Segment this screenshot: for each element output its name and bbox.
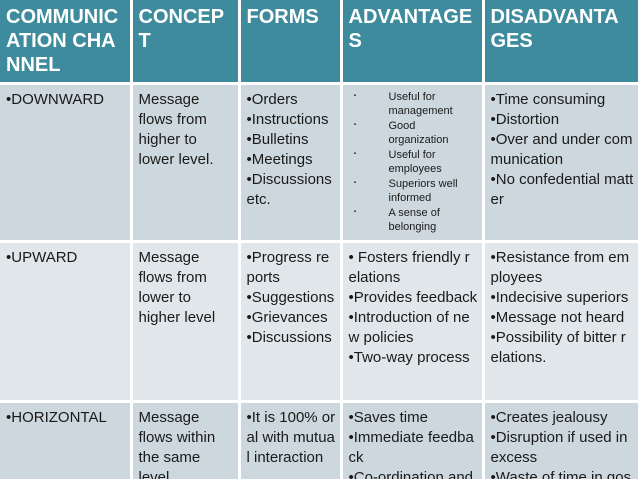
cell-forms: •Progress reports •Suggestions •Grievanc… (239, 241, 343, 403)
cell-concept: Message flows from higher to lower level… (131, 83, 241, 243)
list-item: •Over and under communication (490, 131, 633, 168)
cell-forms: •It is 100% oral with mutual interaction (239, 401, 343, 479)
table-row: •HORIZONTAL Message flows within the sam… (0, 401, 638, 479)
list-item: •Distortion (490, 111, 560, 128)
cell-concept: Message flows from lower to higher level (131, 241, 241, 403)
column-header-label: COMMUNICATION CHANNEL (6, 6, 119, 76)
list-item: •Orders (246, 91, 298, 108)
list-item: •Co-ordination and co-operation (348, 469, 474, 479)
list-item: •Indecisive superiors (490, 289, 629, 306)
forms-list: •Orders •Instructions •Bulletins •Meetin… (247, 90, 336, 210)
cell-channel: •HORIZONTAL (0, 401, 133, 479)
list-item: •Message not heard (490, 309, 625, 326)
list-item: • Fosters friendly relations (348, 249, 470, 286)
advantages-list: Useful for management Good organization … (349, 88, 478, 234)
list-item: •Disruption if used in excess (490, 429, 628, 466)
disadvantages-list: •Resistance from employees •Indecisive s… (491, 248, 635, 368)
list-item: •Progress reports (246, 249, 330, 286)
channel-label: •UPWARD (6, 249, 78, 266)
list-item: •Creates jealousy (490, 409, 608, 426)
table-row: •UPWARD Message flows from lower to high… (0, 241, 638, 403)
column-header-concept: CONCEPT (131, 0, 241, 85)
cell-forms: •Orders •Instructions •Bulletins •Meetin… (239, 83, 343, 243)
cell-advantages: • Fosters friendly relations •Provides f… (341, 241, 485, 403)
list-item: •Meetings (246, 151, 313, 168)
cell-disadvantages: •Creates jealousy •Disruption if used in… (483, 401, 638, 479)
disadvantages-list: •Time consuming •Distortion •Over and un… (491, 90, 635, 210)
list-item: •Grievances (246, 309, 328, 326)
list-item: •Two-way process (348, 349, 470, 366)
list-item: •Discussions (246, 329, 332, 346)
list-item: •Provides feedback (348, 289, 478, 306)
advantages-list: •Saves time •Immediate feedback •Co-ordi… (349, 408, 478, 479)
list-item: •Introduction of new policies (348, 309, 470, 346)
concept-text: Message flows within the same level (138, 409, 216, 479)
column-header-advantages: ADVANTAGES (341, 0, 485, 85)
concept-text: Message flows from higher to lower level… (138, 91, 214, 168)
cell-concept: Message flows within the same level (131, 401, 241, 479)
cell-disadvantages: •Time consuming •Distortion •Over and un… (483, 83, 638, 243)
table-header-row: COMMUNICATION CHANNEL CONCEPT FORMS ADVA… (0, 0, 638, 85)
list-item: •Time consuming (490, 91, 606, 108)
column-header-disadvantages: DISADVANTAGES (483, 0, 638, 85)
table-body: •DOWNWARD Message flows from higher to l… (0, 83, 638, 479)
list-item: •Instructions (246, 111, 329, 128)
list-item: Good organization (349, 117, 478, 147)
column-header-label: CONCEPT (138, 6, 225, 52)
column-header-forms: FORMS (239, 0, 343, 85)
list-item: •Discussions etc. (246, 171, 332, 208)
list-item: Useful for employees (349, 146, 478, 176)
list-item: Useful for management (349, 88, 478, 118)
advantages-list: • Fosters friendly relations •Provides f… (349, 248, 478, 368)
list-item: •Bulletins (246, 131, 309, 148)
list-item: •Waste of time in gossiping (490, 469, 632, 479)
cell-advantages: •Saves time •Immediate feedback •Co-ordi… (341, 401, 485, 479)
channel-label: •DOWNWARD (6, 91, 105, 108)
list-item: •Possibility of bitter relations. (490, 329, 626, 366)
list-item: Superiors well informed (349, 175, 478, 205)
channel-label: •HORIZONTAL (6, 409, 107, 426)
table-row: •DOWNWARD Message flows from higher to l… (0, 83, 638, 243)
forms-list: •Progress reports •Suggestions •Grievanc… (247, 248, 336, 348)
list-item: •Suggestions (246, 289, 335, 306)
cell-disadvantages: •Resistance from employees •Indecisive s… (483, 241, 638, 403)
list-item: •Resistance from employees (490, 249, 630, 286)
list-item: •Saves time (348, 409, 428, 426)
column-header-label: DISADVANTAGES (490, 6, 619, 52)
list-item: A sense of belonging (349, 204, 478, 234)
column-header-label: FORMS (246, 6, 319, 28)
concept-text: Message flows from lower to higher level (138, 249, 216, 326)
disadvantages-list: •Creates jealousy •Disruption if used in… (491, 408, 635, 479)
list-item: •Immediate feedback (348, 429, 474, 466)
table-header: COMMUNICATION CHANNEL CONCEPT FORMS ADVA… (0, 0, 638, 85)
list-item: •It is 100% oral with mutual interaction (246, 409, 336, 466)
list-item: •No confedential matter (490, 171, 634, 208)
column-header-label: ADVANTAGES (348, 6, 473, 52)
cell-channel: •DOWNWARD (0, 83, 133, 243)
cell-channel: •UPWARD (0, 241, 133, 403)
forms-list: •It is 100% oral with mutual interaction (247, 408, 336, 468)
cell-advantages: Useful for management Good organization … (341, 83, 485, 243)
column-header-communication-channel: COMMUNICATION CHANNEL (0, 0, 133, 85)
